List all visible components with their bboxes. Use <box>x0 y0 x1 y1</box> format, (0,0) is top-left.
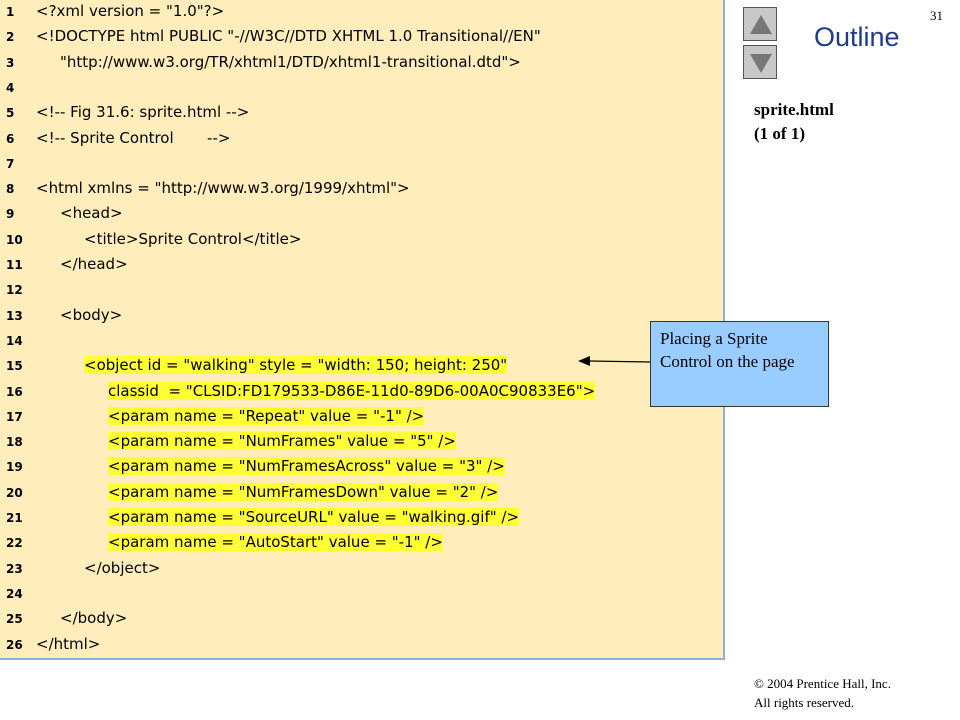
code-line: 12 <box>0 278 725 303</box>
code-line: 20 <param name = "NumFramesDown" value = … <box>0 481 725 506</box>
highlighted-code-text: <param name = "NumFramesDown" value = "2… <box>108 482 499 501</box>
line-number: 4 <box>6 80 15 95</box>
line-number: 25 <box>6 612 23 627</box>
file-info: sprite.html (1 of 1) <box>754 98 834 146</box>
code-line: 6 <!-- Sprite Control --> <box>0 127 725 152</box>
copyright: © 2004 Prentice Hall, Inc. All rights re… <box>754 674 891 712</box>
code-line: 18 <param name = "NumFrames" value = "5" … <box>0 430 725 455</box>
file-name: sprite.html <box>754 100 834 119</box>
highlighted-code-text: <param name = "NumFrames" value = "5" /> <box>108 432 456 451</box>
slide-number: 31 <box>930 8 943 23</box>
line-number: 26 <box>6 637 23 652</box>
line-number: 8 <box>6 182 15 197</box>
page-info: (1 of 1) <box>754 124 805 143</box>
code-line: 22 <param name = "AutoStart" value = "-1"… <box>0 531 725 556</box>
line-number: 14 <box>6 333 23 348</box>
outline-title[interactable]: Outline <box>814 22 900 52</box>
code-text: <!-- Fig 31.6: sprite.html --> <box>36 103 250 122</box>
code-line: 1 <?xml version = "1.0"?> <box>0 0 725 25</box>
code-line: 8 <html xmlns = "http://www.w3.org/1999/x… <box>0 177 725 202</box>
code-line: 13 <body> <box>0 304 725 329</box>
code-text: "http://www.w3.org/TR/xhtml1/DTD/xhtml1-… <box>60 52 521 71</box>
line-number: 12 <box>6 283 23 298</box>
line-number: 21 <box>6 511 23 525</box>
code-line: 23 </object> <box>0 557 725 582</box>
line-number: 7 <box>6 156 15 171</box>
code-line: 24 <box>0 582 725 607</box>
code-text: <head> <box>60 204 123 223</box>
copyright-line-2: All rights reserved. <box>754 695 855 710</box>
line-number: 5 <box>6 106 15 121</box>
code-line: 4 <box>0 76 725 101</box>
code-line: 16 classid = "CLSID:FD179533-D86E-11d0-89… <box>0 380 725 405</box>
code-text: </body> <box>60 609 128 628</box>
line-number: 6 <box>6 131 15 146</box>
code-text: <body> <box>60 305 123 324</box>
code-listing-panel: 1 <?xml version = "1.0"?> 2 <!DOCTYPE html … <box>0 0 725 660</box>
code-line: 7 <box>0 152 725 177</box>
line-number: 23 <box>6 561 23 576</box>
code-line: 11 </head> <box>0 253 725 278</box>
line-number: 13 <box>6 308 23 323</box>
next-slide-button[interactable] <box>743 45 777 79</box>
highlighted-code-text: <param name = "NumFramesAcross" value = … <box>108 457 505 476</box>
code-line: 21 <param name = "SourceURL" value = "wal… <box>0 506 725 531</box>
line-number: 20 <box>6 485 23 500</box>
code-text: <!DOCTYPE html PUBLIC "-//W3C//DTD XHTML… <box>36 27 541 46</box>
highlighted-code-text: <param name = "AutoStart" value = "-1" /… <box>108 533 443 552</box>
line-number: 10 <box>6 232 23 247</box>
callout-box: Placing a Sprite Control on the page <box>650 321 829 407</box>
line-number: 1 <box>6 5 15 19</box>
code-line: 10 <title>Sprite Control</title> <box>0 228 725 253</box>
code-line: 3 "http://www.w3.org/TR/xhtml1/DTD/xhtml1… <box>0 51 725 76</box>
line-number: 19 <box>6 460 23 475</box>
code-line: 9 <head> <box>0 202 725 227</box>
code-text: <!-- Sprite Control --> <box>36 128 231 147</box>
highlighted-code-text: <param name = "SourceURL" value = "walki… <box>108 508 520 526</box>
line-number: 24 <box>6 586 23 601</box>
line-number: 11 <box>6 258 23 272</box>
highlighted-code-text: <param name = "Repeat" value = "-1" /> <box>108 406 425 425</box>
code-line: 25 </body> <box>0 607 725 632</box>
line-number: 15 <box>6 359 23 374</box>
code-text: </html> <box>36 634 101 653</box>
code-text: </object> <box>84 558 161 577</box>
code-line: 17 <param name = "Repeat" value = "-1" /> <box>0 405 725 430</box>
copyright-line-1: © 2004 Prentice Hall, Inc. <box>754 676 891 691</box>
code-text: <title>Sprite Control</title> <box>84 229 302 248</box>
code-line: 19 <param name = "NumFramesAcross" value … <box>0 455 725 480</box>
highlighted-code-text: <object id = "walking" style = "width: 1… <box>84 356 508 375</box>
code-line: 15 <object id = "walking" style = "width:… <box>0 354 725 379</box>
code-text: </head> <box>60 255 128 273</box>
highlighted-code-text: classid = "CLSID:FD179533-D86E-11d0-89D6… <box>108 381 596 400</box>
line-number: 16 <box>6 384 23 399</box>
code-line: 2 <!DOCTYPE html PUBLIC "-//W3C//DTD XHTM… <box>0 25 725 50</box>
previous-slide-button[interactable] <box>743 7 777 41</box>
line-number: 2 <box>6 30 15 45</box>
line-number: 18 <box>6 435 23 450</box>
down-arrow-icon <box>750 54 772 73</box>
line-number: 9 <box>6 207 15 222</box>
line-number: 17 <box>6 409 23 424</box>
line-number: 22 <box>6 536 23 551</box>
code-line: 26 </html> <box>0 633 725 658</box>
line-number: 3 <box>6 55 15 70</box>
code-text: <html xmlns = "http://www.w3.org/1999/xh… <box>36 179 410 198</box>
code-line: 5 <!-- Fig 31.6: sprite.html --> <box>0 101 725 126</box>
up-arrow-icon <box>750 15 772 34</box>
code-line: 14 <box>0 329 725 354</box>
code-text: <?xml version = "1.0"?> <box>36 2 225 20</box>
